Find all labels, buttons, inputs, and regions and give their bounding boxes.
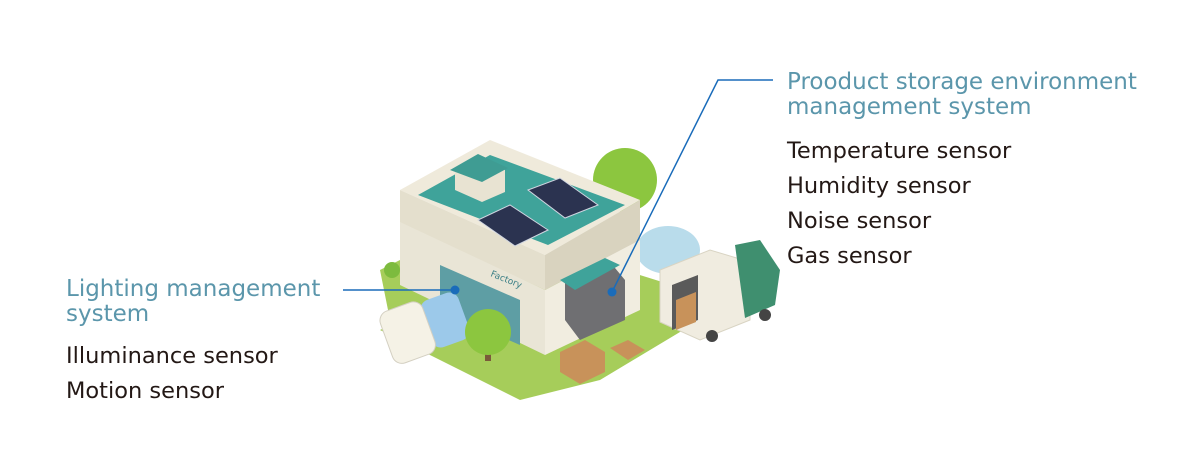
sensor-item: Motion sensor (66, 378, 224, 404)
truck-cab (735, 240, 780, 318)
sensor-item: Noise sensor (787, 208, 932, 234)
truck-boxes (676, 292, 696, 330)
solar-panel (477, 204, 550, 247)
storage-sensor-list: Temperature sensor Humidity sensor Noise… (787, 134, 1011, 274)
truck-wheel (706, 330, 718, 342)
roof-hut-top (450, 154, 508, 182)
title-line: Lighting management (66, 276, 321, 302)
marker-dot-storage (607, 287, 617, 297)
dock-canopy (560, 258, 620, 290)
leader-line-storage (611, 79, 773, 293)
title-line: management system (787, 94, 1032, 120)
truck-wheel (759, 309, 771, 321)
lighting-system-title: Lighting management system (66, 277, 320, 327)
solar-panel (526, 177, 600, 219)
loose-boxes (610, 340, 645, 360)
sensor-item: Humidity sensor (787, 173, 971, 199)
bush (384, 262, 400, 278)
sensor-item: Temperature sensor (787, 138, 1012, 164)
pallet-boxes (560, 340, 605, 384)
sensor-item: Illuminance sensor (66, 343, 278, 369)
title-line: Prooduct storage environment (787, 69, 1137, 95)
car-white (379, 301, 436, 364)
roof-parapet-side (545, 200, 640, 290)
storage-system-title: Prooduct storage environment management … (787, 70, 1137, 120)
lighting-sensor-list: Illuminance sensor Motion sensor (66, 339, 278, 409)
car-blue (420, 292, 470, 348)
marker-dot-lighting (450, 285, 460, 295)
roof-parapet-front (400, 190, 545, 290)
tree-front (465, 309, 511, 355)
sensor-item: Gas sensor (787, 243, 912, 269)
title-line: system (66, 301, 150, 327)
